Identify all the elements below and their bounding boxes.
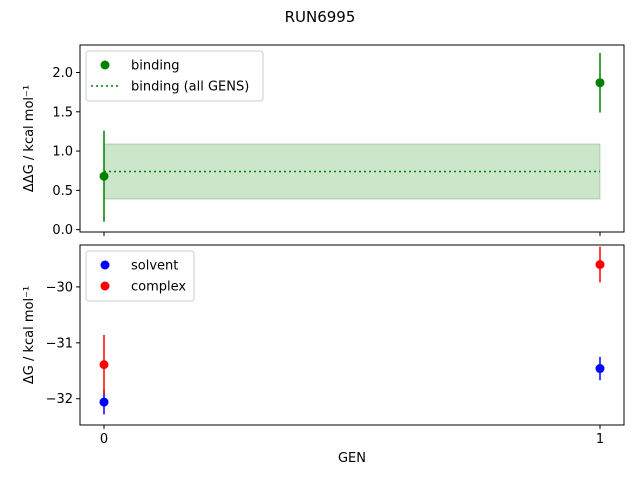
legend-marker-complex: [100, 281, 110, 291]
legend-label: solvent: [131, 259, 178, 274]
y-tick-label: −30: [46, 280, 73, 295]
panel-1-frame: [79, 44, 625, 233]
y-tick-label: 1.0: [52, 145, 73, 160]
x-axis-label: GEN: [338, 451, 366, 466]
legend-label: complex: [131, 280, 186, 295]
point-binding-1: [595, 78, 605, 88]
panel-2-frame: [79, 244, 625, 426]
y-tick-label: 0.5: [52, 184, 73, 199]
legend-box: [85, 250, 195, 302]
chart-title: RUN6995: [285, 8, 356, 26]
legend-label: binding: [131, 59, 179, 74]
legend-label: binding (all GENS): [131, 80, 249, 95]
legend-marker-binding: [100, 60, 110, 70]
y-tick-label: 1.5: [52, 105, 73, 120]
panel-2: −32 −31 −30 0 1 ΔG / kcal mol⁻¹ solvent complex: [22, 244, 625, 447]
point-solvent-1: [595, 364, 605, 374]
x-tick-label: 1: [596, 432, 604, 447]
legend-panel-1: binding binding (all GENS): [85, 50, 264, 102]
legend-marker-solvent: [100, 260, 110, 270]
y-tick-label: 2.0: [52, 66, 73, 81]
point-complex-1: [595, 260, 605, 270]
y-tick-label: −31: [46, 336, 73, 351]
y-axis-label-panel-2: ΔG / kcal mol⁻¹: [22, 286, 37, 384]
y-axis-label-panel-1: ΔΔG / kcal mol⁻¹: [22, 85, 37, 192]
point-solvent-0: [99, 397, 109, 407]
y-tick-label: −32: [46, 392, 73, 407]
band-binding-all-gens: [103, 143, 601, 200]
point-binding-0: [99, 171, 109, 181]
legend-panel-2: solvent complex: [85, 250, 195, 302]
point-complex-0: [99, 360, 109, 370]
y-tick-label: 0.0: [52, 223, 73, 238]
x-tick-label: 0: [100, 432, 108, 447]
legend-box: [85, 50, 264, 102]
